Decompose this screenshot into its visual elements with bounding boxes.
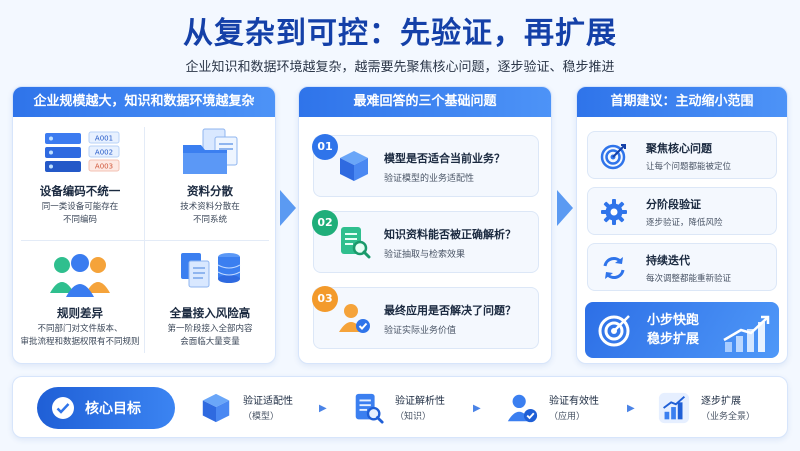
question-item: 01 模型是否适合当前业务？ 验证模型的业务适配性 xyxy=(312,134,539,197)
recommendation-desc: 让每个问题都能被定位 xyxy=(646,162,732,172)
page-title: 从复杂到可控：先验证，再扩展 xyxy=(183,16,617,51)
core-goal-badge: 核心目标 xyxy=(37,387,175,429)
people-group-icon xyxy=(50,254,110,297)
recommendation-item: 分阶段验证 逐步验证，降低风险 xyxy=(587,187,777,235)
small-steps-banner: 小步快跑 稳步扩展 xyxy=(585,302,779,358)
code-label: A001 xyxy=(95,135,113,143)
cell-title: 全量接入风险高 xyxy=(169,306,251,320)
step-sub: （知识） xyxy=(395,412,432,422)
recommendation-title: 持续迭代 xyxy=(646,254,690,267)
step-label: 验证适配性 xyxy=(243,396,293,407)
recommendation-title: 聚焦核心问题 xyxy=(646,142,712,155)
step-sub: （模型） xyxy=(243,412,280,422)
cell-title: 资料分散 xyxy=(187,184,233,198)
question-title: 模型是否适合当前业务？ xyxy=(384,152,505,165)
cell-full-access-risk: 全量接入风险高 第一阶段接入全部内容会面临大量变量 xyxy=(145,243,275,361)
cube-icon xyxy=(202,393,230,423)
check-circle-icon xyxy=(52,397,74,419)
page-subtitle: 企业知识和数据环境越复杂，越需要先聚焦核心问题，逐步验证、稳步推进 xyxy=(185,60,615,75)
flow-arrow-icon xyxy=(557,190,573,226)
flow-arrow-icon xyxy=(280,190,296,226)
user-check-icon xyxy=(507,394,538,423)
question-title: 知识资料能否被正确解析？ xyxy=(384,228,516,241)
cell-device-codes: A001 A002 A003 设备编码不统一 同一类设备可能存在不同编码 xyxy=(15,121,145,239)
question-item: 03 最终应用是否解决了问题？ 验证实际业务价值 xyxy=(312,286,539,349)
banner-line-1: 小步快跑 xyxy=(647,313,700,328)
complexity-panel: 企业规模越大，知识和数据环境越复杂 A001 A002 A003 设备编码不统一… xyxy=(12,86,276,364)
chevron-right-icon: ▶ xyxy=(627,403,635,414)
complexity-panel-header: 企业规模越大，知识和数据环境越复杂 xyxy=(13,87,275,117)
chevron-right-icon: ▶ xyxy=(473,403,481,414)
banner-line-2: 稳步扩展 xyxy=(647,332,700,347)
target-icon xyxy=(600,144,626,170)
gear-icon xyxy=(601,199,627,225)
code-label: A003 xyxy=(95,163,113,171)
recommendation-title: 分阶段验证 xyxy=(646,198,701,211)
basic-questions-header: 最难回答的三个基础问题 xyxy=(299,87,551,117)
step-label: 验证有效性 xyxy=(549,396,599,407)
step-sub: （应用） xyxy=(549,412,586,422)
recommendation-item: 聚焦核心问题 让每个问题都能被定位 xyxy=(587,131,777,179)
question-number: 03 xyxy=(312,286,338,312)
step-sub: （业务全景） xyxy=(701,412,756,422)
recommendation-desc: 每次调整都能重新验证 xyxy=(646,274,732,284)
server-codes-icon: A001 A002 A003 xyxy=(45,131,120,172)
step-label: 验证解析性 xyxy=(395,396,445,407)
question-number: 01 xyxy=(312,134,338,160)
question-desc: 验证模型的业务适配性 xyxy=(384,174,475,184)
code-label: A002 xyxy=(95,149,113,157)
step-label: 逐步扩展 xyxy=(701,396,741,407)
cell-title: 规则差异 xyxy=(57,306,103,320)
question-item: 02 知识资料能否被正确解析？ 验证抽取与检索效果 xyxy=(312,210,539,273)
recommendation-panel: 首期建议：主动缩小范围 聚焦核心问题 让每个问题都能被定位 分阶段验证 逐步验证… xyxy=(576,86,788,364)
cell-desc: 同一类设备可能存在不同编码 xyxy=(41,202,119,225)
recommendation-desc: 逐步验证，降低风险 xyxy=(646,218,723,228)
question-number: 02 xyxy=(312,210,338,236)
document-search-icon xyxy=(341,227,371,259)
question-desc: 验证抽取与检索效果 xyxy=(384,250,466,260)
divider xyxy=(21,240,269,241)
core-goal-bar: 核心目标 验证适配性 （模型） ▶ 验证解析性 （知识） ▶ 验证有效性 （应用… xyxy=(12,376,788,438)
cell-desc: 不同部门对文件版本、审批流程和数据权限有不同规则 xyxy=(20,324,140,347)
folder-docs-icon xyxy=(183,128,238,174)
question-desc: 验证实际业务价值 xyxy=(384,326,457,336)
cell-desc: 技术资料分散在不同系统 xyxy=(180,202,240,225)
cell-desc: 第一阶段接入全部内容会面临大量变量 xyxy=(167,324,253,347)
cell-scattered-docs: 资料分散 技术资料分散在不同系统 xyxy=(145,121,275,239)
target-icon xyxy=(598,315,630,347)
recommendation-header: 首期建议：主动缩小范围 xyxy=(577,87,787,117)
docs-database-icon xyxy=(181,253,241,288)
chevron-right-icon: ▶ xyxy=(319,403,327,414)
refresh-icon xyxy=(603,257,625,279)
growth-chart-icon xyxy=(658,392,690,424)
cell-title: 设备编码不统一 xyxy=(39,184,121,198)
recommendation-item: 持续迭代 每次调整都能重新验证 xyxy=(587,243,777,291)
cell-rule-diff: 规则差异 不同部门对文件版本、审批流程和数据权限有不同规则 xyxy=(15,243,145,361)
core-goal-label: 核心目标 xyxy=(85,401,141,417)
growth-chart-icon xyxy=(723,315,770,352)
user-check-icon xyxy=(339,304,370,333)
cube-icon xyxy=(340,151,368,181)
question-title: 最终应用是否解决了问题？ xyxy=(384,304,516,317)
basic-questions-panel: 最难回答的三个基础问题 01 模型是否适合当前业务？ 验证模型的业务适配性 02… xyxy=(298,86,552,364)
document-search-icon xyxy=(355,393,384,424)
